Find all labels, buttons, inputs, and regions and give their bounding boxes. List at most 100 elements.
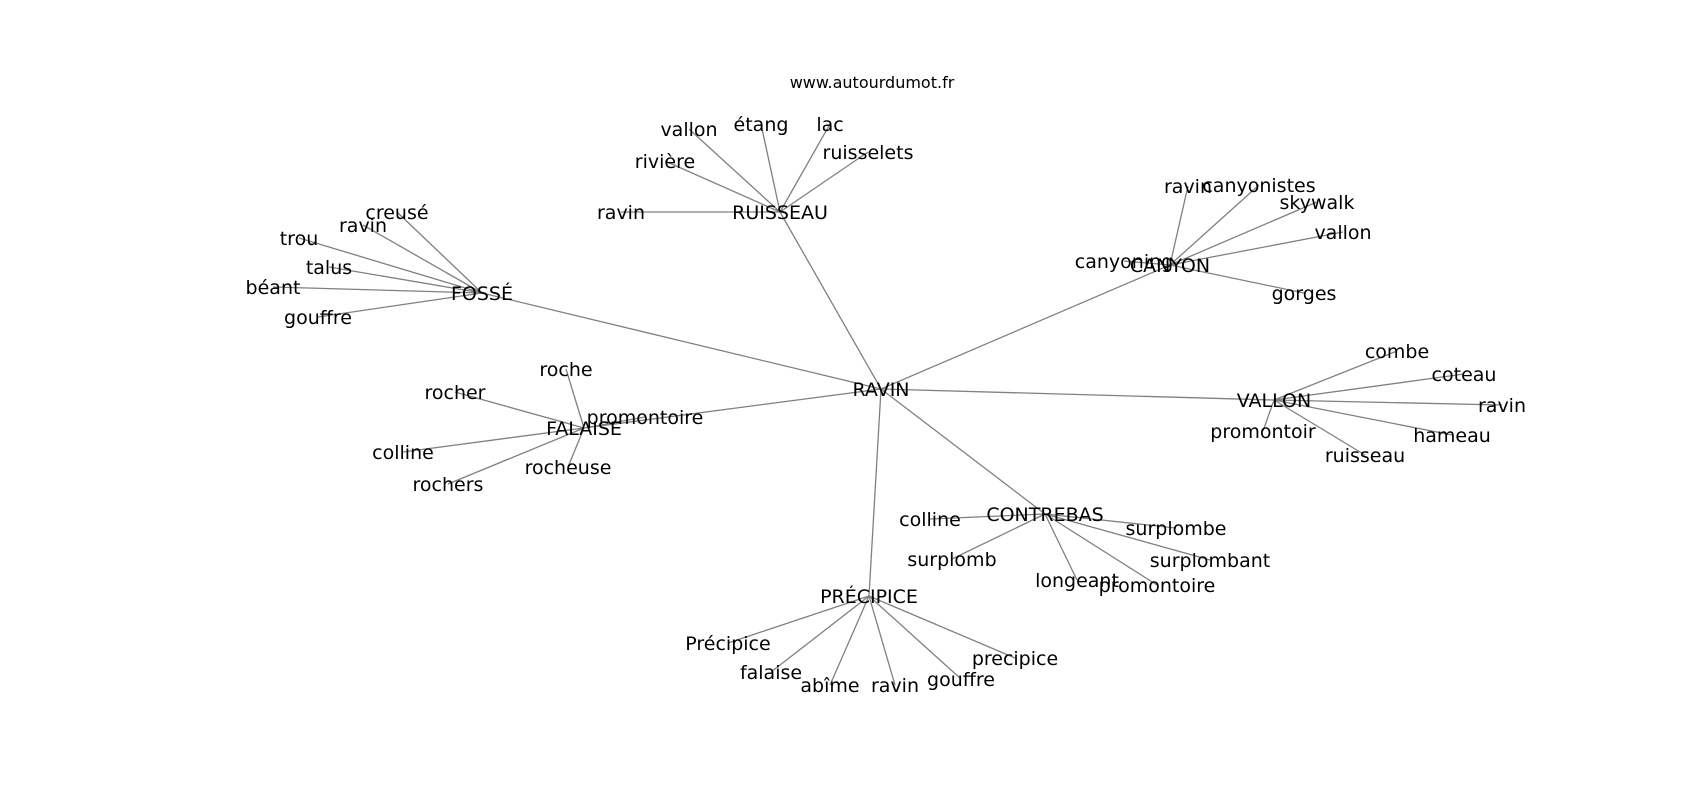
edge-fosse-beant — [272, 286, 483, 294]
node-leaf-falaise-rocheuse: rocheuse — [525, 457, 612, 479]
edge-canyon-skywalk — [1169, 201, 1318, 266]
node-leaf-vallon-hameau: hameau — [1413, 425, 1491, 447]
edge-vallon-coteau — [1273, 373, 1465, 401]
edge-falaise-rocher — [454, 391, 585, 429]
node-leaf-falaise-promontoire: promontoire — [587, 407, 704, 429]
node-hub-canyon: CANYON — [1130, 255, 1210, 277]
node-leaf-ruisseau-etang: étang — [734, 114, 789, 136]
edge-vallon-ravin — [1273, 399, 1503, 406]
edge-fosse-trou — [298, 237, 483, 294]
edge-center-fosse — [481, 292, 882, 390]
edge-ruisseau-vallon — [688, 128, 781, 213]
edge-ruisseau-ruisselets — [779, 151, 869, 213]
edge-falaise-promontoire — [583, 416, 646, 429]
node-leaf-fosse-gouffre: gouffre — [284, 307, 352, 329]
node-leaf-contrebas-colline: colline — [899, 509, 961, 531]
edge-center-canyon — [880, 264, 1171, 390]
edge-precipice-abime — [829, 595, 870, 686]
node-leaf-falaise-roche: roche — [539, 359, 592, 381]
edge-contrebas-longeant — [1044, 513, 1078, 581]
edge-canyon-canyoning — [1123, 260, 1171, 266]
node-leaf-canyon-ravin: ravin — [1164, 176, 1212, 198]
edge-precipice-ravin — [868, 595, 896, 686]
node-leaf-vallon-coteau: coteau — [1432, 364, 1497, 386]
edge-contrebas-surplomb — [951, 513, 1046, 560]
node-leaf-precipice-ravin: ravin — [871, 675, 919, 697]
edge-center-falaise — [583, 388, 882, 429]
edge-fosse-creuse — [396, 211, 483, 294]
node-leaf-canyon-canyonistes: canyonistes — [1202, 175, 1315, 197]
node-leaf-fosse-trou: trou — [280, 228, 319, 250]
node-leaf-ruisseau-vallon: vallon — [660, 119, 717, 141]
node-leaf-precipice-precipice: precipice — [972, 648, 1058, 670]
edge-precipice-precipice — [727, 595, 870, 644]
node-leaf-falaise-colline: colline — [372, 442, 434, 464]
node-leaf-contrebas-promontoire: promontoire — [1099, 575, 1216, 597]
node-leaf-fosse-ravin: ravin — [339, 215, 387, 237]
edge-fosse-talus — [328, 266, 483, 294]
node-leaf-precipice-gouffre: gouffre — [927, 669, 995, 691]
edge-canyon-gorges — [1169, 264, 1305, 294]
edge-falaise-colline — [402, 427, 585, 453]
edge-canyon-canyonistes — [1169, 184, 1260, 266]
node-hub-vallon: VALLON — [1237, 390, 1311, 412]
edge-canyon-vallon — [1169, 231, 1344, 266]
edge-center-vallon — [880, 388, 1275, 401]
node-leaf-fosse-beant: béant — [246, 277, 301, 299]
edge-precipice-precipice — [868, 595, 1016, 659]
edge-contrebas-promontoire — [1044, 513, 1158, 586]
node-leaf-vallon-combe: combe — [1365, 341, 1429, 363]
edge-ruisseau-lac — [779, 123, 831, 213]
node-leaf-contrebas-surplomb: surplomb — [907, 549, 996, 571]
node-leaf-precipice-falaise: falaise — [740, 662, 802, 684]
node-leaf-canyon-vallon: vallon — [1314, 222, 1371, 244]
edge-center-ruisseau — [779, 211, 882, 390]
node-leaf-precipice-abime: abîme — [800, 675, 859, 697]
edge-vallon-promontoir — [1262, 399, 1275, 432]
site-credit: www.autourdumot.fr — [790, 73, 955, 92]
edge-contrebas-surplombe — [1044, 513, 1177, 529]
edge-center-precipice — [868, 388, 882, 597]
node-leaf-fosse-creuse: creusé — [365, 202, 428, 224]
edge-precipice-falaise — [770, 595, 870, 673]
node-leaf-contrebas-longeant: longeant — [1035, 570, 1119, 592]
edge-ruisseau-etang — [760, 123, 781, 213]
node-leaf-falaise-rochers: rochers — [413, 474, 484, 496]
edge-canyon-ravin — [1169, 185, 1189, 266]
node-leaf-canyon-canyoning: canyoning — [1075, 251, 1173, 273]
node-leaf-vallon-ruisseau: ruisseau — [1325, 445, 1405, 467]
edge-falaise-rocheuse — [567, 427, 585, 468]
edge-precipice-gouffre — [868, 595, 962, 680]
node-leaf-falaise-rocher: rocher — [424, 382, 485, 404]
edge-falaise-roche — [565, 368, 585, 429]
edge-contrebas-colline — [929, 513, 1046, 520]
node-hub-ruisseau: RUISSEAU — [732, 202, 828, 224]
node-hub-falaise: FALAISE — [546, 418, 622, 440]
node-hub-contrebas: CONTREBAS — [986, 504, 1103, 526]
node-leaf-contrebas-surplombant: surplombant — [1150, 550, 1270, 572]
edge-vallon-combe — [1273, 350, 1398, 401]
node-leaf-contrebas-surplombe: surplombe — [1126, 518, 1227, 540]
node-leaf-precipice-precipice: Précipice — [685, 633, 770, 655]
node-center-ravin: RAVIN — [852, 379, 909, 401]
node-leaf-vallon-promontoir: promontoir — [1210, 421, 1316, 443]
node-leaf-canyon-skywalk: skywalk — [1280, 192, 1355, 214]
node-leaf-vallon-ravin: ravin — [1478, 395, 1526, 417]
node-leaf-ruisseau-ravin: ravin — [597, 202, 645, 224]
node-hub-fosse: FOSSÉ — [451, 282, 513, 305]
edge-contrebas-surplombant — [1044, 513, 1211, 561]
edge-ruisseau-riviere — [664, 160, 781, 213]
node-hub-precipice: PRÉCIPICE — [820, 585, 918, 608]
node-leaf-canyon-gorges: gorges — [1272, 283, 1337, 305]
edge-falaise-rochers — [447, 427, 585, 485]
node-leaf-ruisseau-lac: lac — [816, 114, 843, 136]
edge-vallon-hameau — [1273, 399, 1453, 436]
edge-fosse-ravin — [362, 224, 483, 294]
edges-layer — [272, 123, 1503, 686]
edge-fosse-gouffre — [317, 292, 483, 318]
node-leaf-ruisseau-ruisselets: ruisselets — [823, 142, 914, 164]
node-leaf-ruisseau-riviere: rivière — [635, 151, 695, 173]
edge-center-contrebas — [880, 388, 1046, 515]
node-leaf-fosse-talus: talus — [306, 257, 352, 279]
